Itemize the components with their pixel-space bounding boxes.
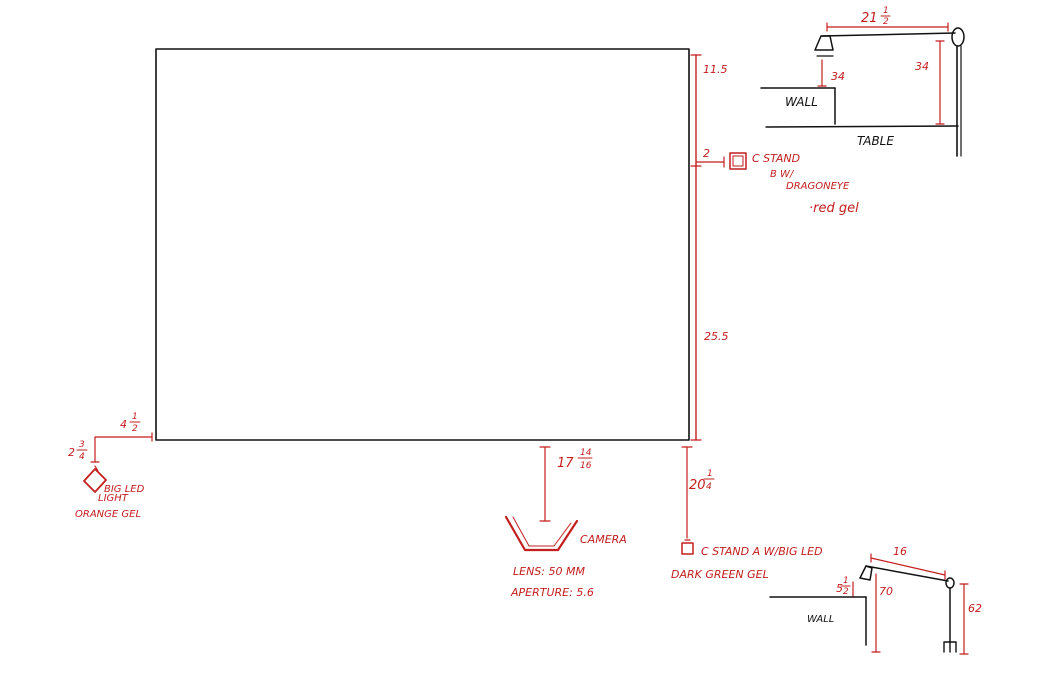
big-led-icon (83, 468, 107, 493)
top-arm-den: 2 (883, 17, 889, 27)
stand-b: 2 C STAND B W/ DRAGONEYE ·red gel (695, 147, 859, 216)
stand-b-offset-label: 2 (703, 147, 710, 160)
camera-label: CAMERA (580, 533, 627, 546)
stand-a-label: C STAND A W/BIG LED (701, 545, 823, 558)
bottom-light-height: 70 (879, 585, 893, 598)
stand-a-gel: DARK GREEN GEL (671, 568, 769, 581)
side-view-top: 21 1 2 34 34 WALL TABLE (760, 6, 965, 157)
left-drop-den: 4 (79, 452, 85, 462)
stand-b-icon (729, 152, 747, 170)
camera-dist-den: 16 (580, 461, 592, 471)
right-gap-mid-label: 25.5 (704, 330, 729, 343)
bottom-wall-label: WALL (807, 614, 834, 625)
bottom-stand-knob-icon (945, 577, 955, 589)
camera-dist-whole: 17 (557, 456, 574, 471)
stand-b-gel: ·red gel (809, 201, 859, 216)
camera-dist-num: 14 (580, 448, 592, 458)
subject-frame (155, 48, 690, 441)
lens-label: LENS: 50 MM (513, 565, 585, 578)
stand-b-line2: B W/ (770, 169, 795, 180)
right-side-measurement: 11.5 25.5 (690, 54, 729, 441)
right-gap-top-label: 11.5 (703, 63, 728, 76)
bottom-light-head-icon (859, 565, 873, 581)
stand-a-dist-num: 1 (707, 469, 713, 479)
left-offset-den: 2 (132, 424, 138, 434)
top-table-label: TABLE (857, 134, 894, 148)
left-offset-num: 1 (132, 412, 138, 422)
top-arm-whole: 21 (861, 11, 878, 26)
side-view-bottom: 16 5 1 2 70 62 WALL (769, 545, 982, 655)
top-light-height: 34 (831, 70, 845, 83)
left-drop-num: 3 (79, 440, 85, 450)
left-offset-whole: 4 (120, 418, 127, 431)
bottom-drop-den: 2 (843, 587, 849, 597)
light-head-icon (814, 35, 834, 51)
top-arm-num: 1 (883, 6, 889, 16)
big-led-gel: ORANGE GEL (75, 509, 141, 520)
aperture-label: APERTURE: 5.6 (510, 586, 594, 599)
stand-knob-icon (951, 27, 965, 47)
stand-base-icon (943, 641, 957, 653)
bottom-arm-label: 16 (893, 545, 907, 558)
bottom-drop-whole: 5 (836, 582, 843, 595)
big-led-line2: LIGHT (98, 493, 129, 504)
camera-icon (504, 515, 579, 552)
left-drop-whole: 2 (68, 446, 75, 459)
big-led-line1: BIG LED (104, 484, 145, 495)
bottom-drop-num: 1 (843, 576, 849, 586)
stand-b-line1: C STAND (752, 152, 800, 165)
camera: 17 14 16 CAMERA LENS: 50 MM APERTURE: 5.… (504, 446, 627, 599)
top-wall-label: WALL (785, 95, 818, 109)
stand-a-dist-whole: 20 (689, 478, 706, 493)
stand-b-line3: DRAGONEYE (786, 181, 850, 192)
stand-a-dist-den: 4 (706, 482, 712, 492)
top-pole-height: 34 (915, 60, 929, 73)
stand-a: 20 1 4 C STAND A W/BIG LED DARK GREEN GE… (671, 446, 823, 581)
stand-a-icon (681, 542, 694, 555)
bottom-pole-height: 62 (968, 602, 982, 615)
big-led-light: 4 1 2 2 3 4 BIG LED LIGHT ORANGE GEL (68, 412, 153, 520)
